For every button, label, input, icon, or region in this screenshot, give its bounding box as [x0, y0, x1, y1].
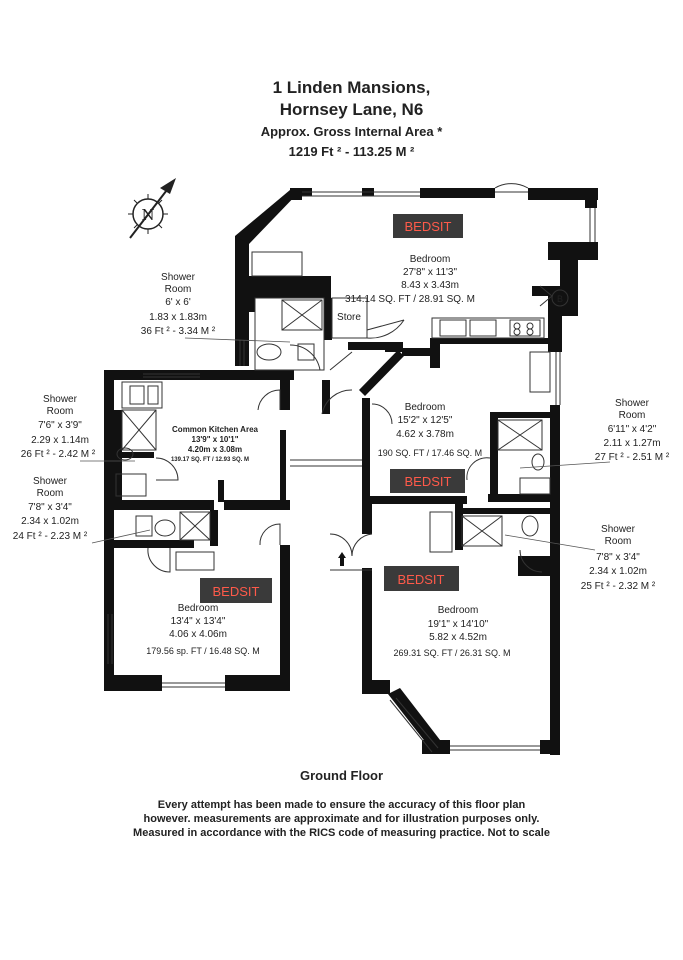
main-bedroom-imperial: 27'8" x 11'3": [403, 267, 458, 278]
shower-left-top-title2: Room: [47, 406, 74, 417]
property-address: Hornsey Lane, N6: [279, 100, 424, 119]
shower-left-bottom-area: 24 Ft ² - 2.23 M ²: [13, 531, 88, 542]
callout-lines: [80, 337, 611, 551]
bedsit-badge-right: BEDSIT: [384, 566, 459, 591]
floor-label: Ground Floor: [299, 768, 384, 783]
disclaimer-line-2: however. measurements are approximate an…: [143, 813, 540, 825]
shower-right-bottom-imperial: 7'8" x 3'4": [596, 552, 640, 563]
left-bedroom-name: Bedroom: [178, 603, 219, 614]
shower-right-top-imperial: 6'11" x 4'2": [608, 424, 657, 435]
shower-left-top-imperial: 7'6" x 3'9": [38, 420, 82, 431]
shower-left-bottom-metric: 2.34 x 1.02m: [21, 516, 79, 527]
shower-right-top-area: 27 Ft ² - 2.51 M ²: [595, 452, 670, 463]
property-title: 1 Linden Mansions,: [272, 78, 431, 97]
middle-bedroom-metric: 4.62 x 3.78m: [396, 429, 454, 440]
shower-left-bottom-imperial: 7'8" x 3'4": [28, 502, 72, 513]
middle-bedroom-imperial: 15'2" x 12'5": [398, 415, 453, 426]
shower-left-top-metric: 2.29 x 1.14m: [31, 435, 89, 446]
right-bedroom-area: 269.31 SQ. FT / 26.31 SQ. M: [394, 648, 511, 658]
disclaimer-line-3: Measured in accordance with the RICS cod…: [133, 827, 550, 839]
kitchen-imperial: 13'9" x 10'1": [192, 435, 239, 444]
shower-left-bottom-title2: Room: [37, 488, 64, 499]
shower-right-top-title2: Room: [619, 410, 646, 421]
compass-icon: N: [128, 178, 176, 239]
shower-left-top-title: Shower: [43, 394, 78, 405]
shower-right-bottom-area: 25 Ft ² - 2.32 M ²: [581, 581, 656, 592]
left-bedroom-area: 179.56 sp. FT / 16.48 SQ. M: [146, 646, 259, 656]
entrance-arrow-icon: [338, 552, 346, 566]
shower-left-top-area: 26 Ft ² - 2.42 M ²: [21, 449, 96, 460]
right-bedroom-metric: 5.82 x 4.52m: [429, 632, 487, 643]
right-bedroom-name: Bedroom: [438, 605, 479, 616]
main-bedroom-name: Bedroom: [410, 254, 451, 265]
shower-right-bottom-metric: 2.34 x 1.02m: [589, 566, 647, 577]
shower-right-top-metric: 2.11 x 1.27m: [603, 438, 660, 449]
shower-top-metric: 1.83 x 1.83m: [149, 312, 207, 323]
walls: [104, 188, 598, 755]
compass-letter: N: [141, 206, 154, 224]
middle-bedroom-name: Bedroom: [405, 402, 446, 413]
shower-right-bottom-title: Shower: [601, 524, 636, 535]
windows-and-doors: [107, 183, 596, 753]
left-bedroom-metric: 4.06 x 4.06m: [169, 629, 227, 640]
area-caption: Approx. Gross Internal Area *: [260, 124, 443, 139]
shower-top-title2: Room: [165, 284, 192, 295]
shower-left-bottom-title: Shower: [33, 476, 68, 487]
main-bedroom-metric: 8.43 x 3.43m: [401, 280, 459, 291]
svg-text:BEDSIT: BEDSIT: [405, 219, 452, 234]
shower-right-top-title: Shower: [615, 398, 650, 409]
middle-bedroom-area: 190 SQ. FT / 17.46 SQ. M: [378, 448, 482, 458]
total-area: 1219 Ft ² - 113.25 M ²: [288, 144, 415, 159]
shower-top-imperial: 6' x 6': [165, 297, 191, 308]
svg-text:BEDSIT: BEDSIT: [405, 474, 452, 489]
left-bedroom-imperial: 13'4" x 13'4": [171, 616, 226, 627]
bedsit-badge-left: BEDSIT: [200, 578, 272, 603]
right-bedroom-imperial: 19'1" x 14'10": [428, 619, 489, 630]
boiler-label: B: [557, 294, 563, 304]
kitchen-area: 139.17 SQ. FT / 12.93 SQ. M: [171, 457, 249, 463]
svg-text:BEDSIT: BEDSIT: [213, 584, 260, 599]
bedsit-badge-main: BEDSIT: [393, 214, 463, 238]
disclaimer-line-1: Every attempt has been made to ensure th…: [157, 799, 526, 811]
shower-top-area: 36 Ft ² - 3.34 M ²: [141, 326, 216, 337]
main-bedroom-area: 314.14 SQ. FT / 28.91 SQ. M: [345, 294, 475, 305]
shower-right-bottom-title2: Room: [605, 536, 632, 547]
bedsit-badge-middle: BEDSIT: [390, 469, 465, 493]
shower-top-title: Shower: [161, 272, 196, 283]
kitchen-name: Common Kitchen Area: [172, 425, 258, 434]
svg-text:BEDSIT: BEDSIT: [398, 572, 445, 587]
store-label: Store: [337, 312, 361, 323]
kitchen-metric: 4.20m x 3.08m: [188, 445, 242, 454]
